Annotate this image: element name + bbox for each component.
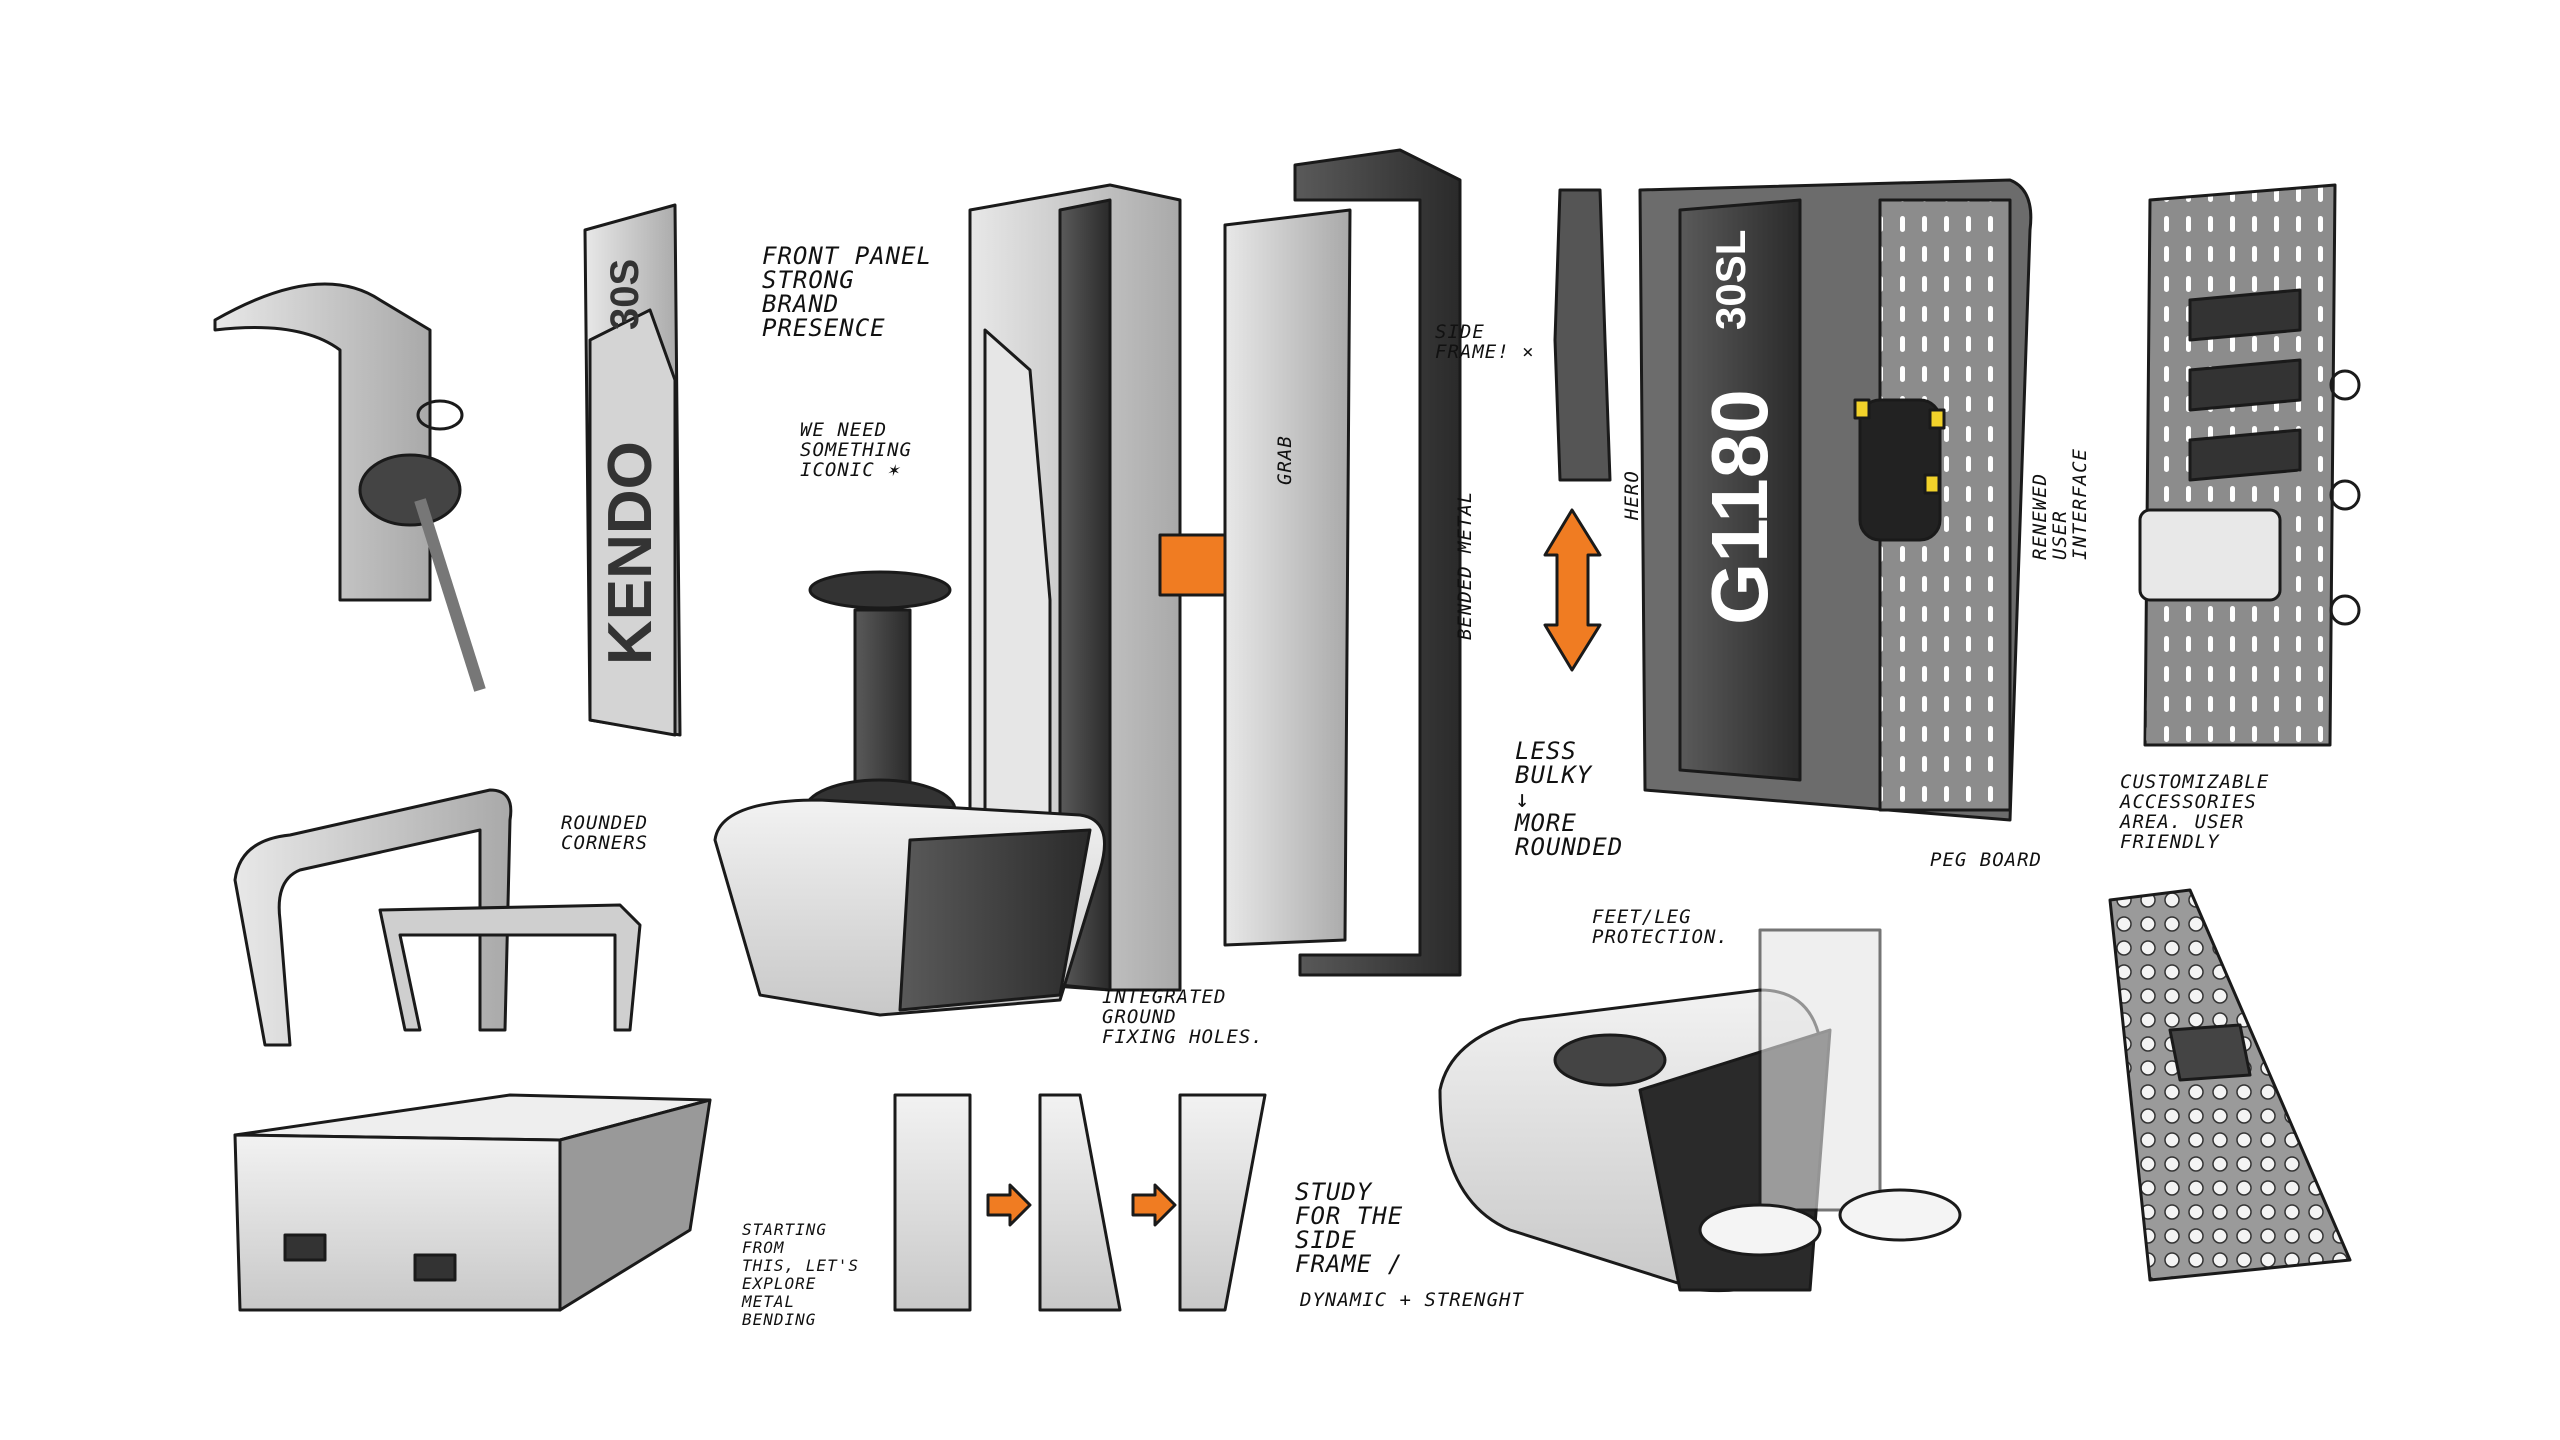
side-frame-panel [1223,208,1352,947]
note-less-bulky: Less bulky ↓ more rounded [1515,737,1624,861]
machine-base-sketch [1438,928,1962,1293]
machine-model-label: G1180 [1695,389,1784,625]
note-dynamic: Dynamic + strenght [1300,1289,1524,1311]
bench-sketch [378,903,642,1032]
frame-study-1 [893,1093,972,1312]
g1180-machine-sketch [1638,178,2033,822]
note-rounded-corners: Rounded corners [561,812,649,854]
orange-arrow-vertical [1543,508,1602,672]
frame-study-3 [1178,1093,1267,1312]
note-feet-protection: Feet/leg protection. [1592,906,1729,948]
frame-study-2 [1038,1093,1122,1312]
note-starting: Starting from this, let's explore metal … [742,1220,859,1329]
pegboard-sketch [2108,888,2352,1282]
note-accessories: Customizable accessories area. user frie… [2120,771,2270,853]
panel-model-label: 30S [603,258,647,330]
note-study: Study for the side frame / [1295,1178,1404,1278]
note-side-frame: Side frame! × [1435,321,1535,363]
note-iconic: We need something iconic ✶ [800,419,912,481]
note-renewed-ui: Renewed user interface [2029,448,2091,560]
orange-arrow-small-2 [1131,1183,1177,1227]
orange-arrow-small-1 [986,1183,1032,1227]
arm-handle [1553,188,1612,482]
note-peg-board: Peg board [1930,849,2042,871]
accessories-column-sketch [2138,183,2361,747]
machine-variant-label: 30SL [1707,229,1754,330]
rounded-table-sketch [233,788,513,1047]
note-hero: Hero [1621,470,1643,520]
note-ground-fixing: Integrated ground fixing holes. [1102,986,1264,1048]
bracket-clamp-sketch [213,282,486,692]
note-grab: Grab [1274,435,1296,485]
cabinet-sketch [968,183,1182,992]
note-front-panel: Front panel strong brand presence [762,242,932,342]
note-bended-metal: Bended metal [1454,490,1476,640]
stand-base-sketch [713,570,1106,1017]
kendo-label: KENDO [596,441,665,665]
side-frame-bracket [1293,148,1462,977]
base-box-sketch [233,1093,712,1312]
